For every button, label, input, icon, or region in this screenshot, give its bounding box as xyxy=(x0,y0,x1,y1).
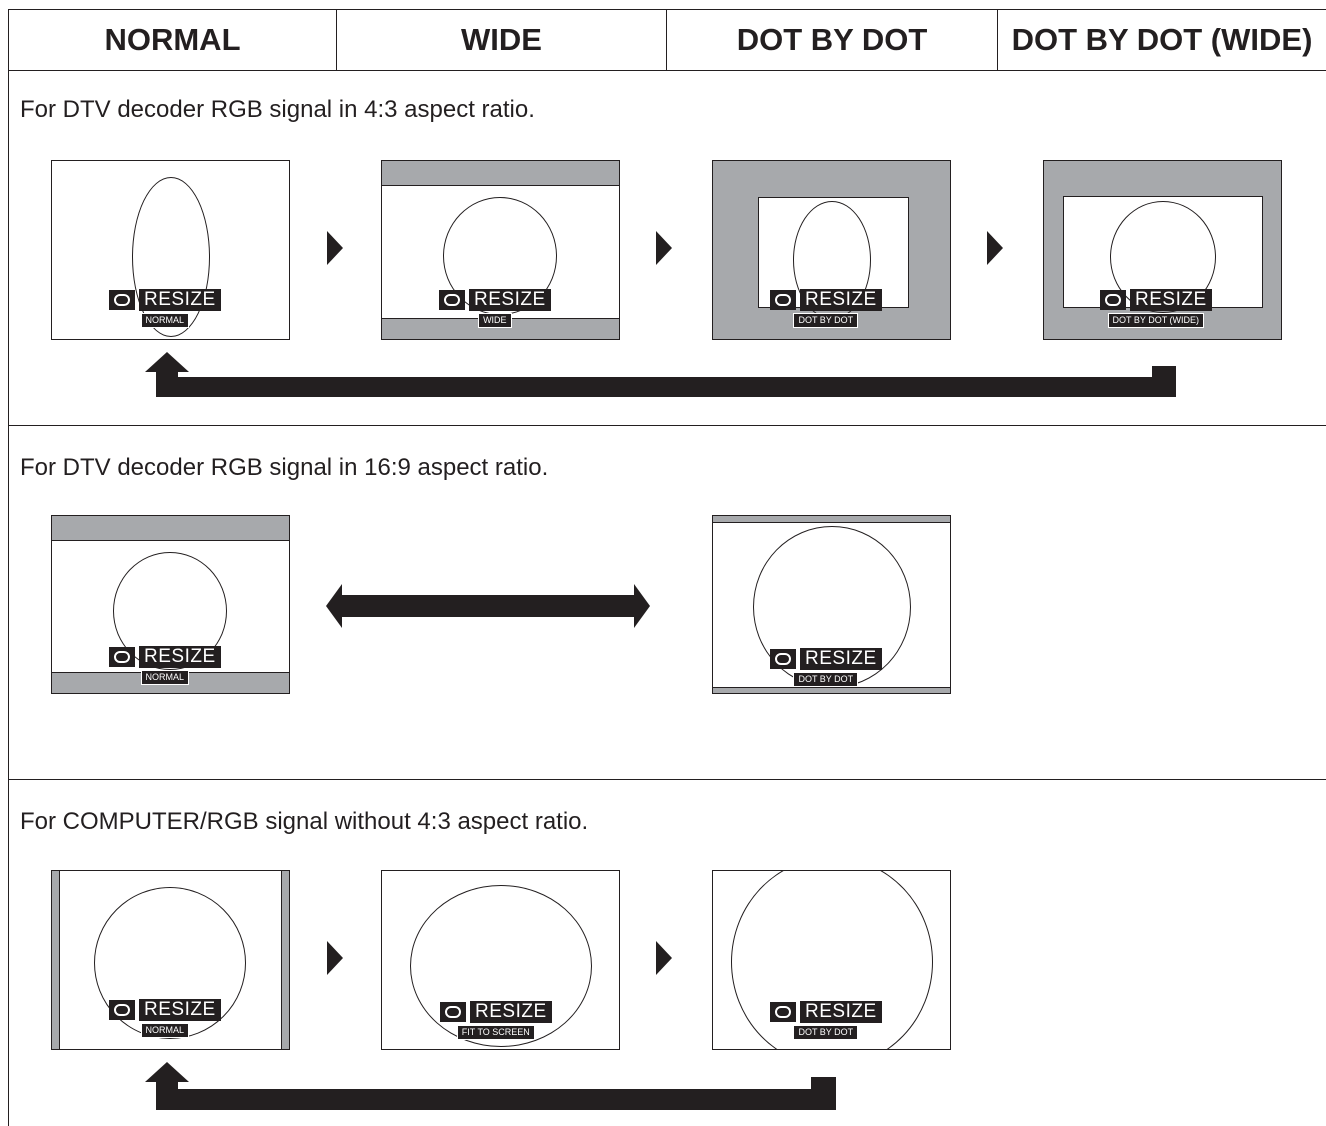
letterbox-top xyxy=(382,161,619,186)
picture-ellipse xyxy=(753,526,911,688)
osd-display: RESIZE NORMAL xyxy=(109,646,221,685)
resize-icon xyxy=(109,290,135,310)
osd-label: RESIZE xyxy=(800,648,882,670)
header-dot-by-dot-wide: DOT BY DOT (WIDE) xyxy=(1011,22,1313,57)
osd-label: RESIZE xyxy=(139,999,221,1021)
picture-ellipse xyxy=(94,887,246,1039)
osd-mode-label: NORMAL xyxy=(140,1023,190,1038)
resize-icon xyxy=(109,1000,135,1020)
arrow-right-icon xyxy=(987,231,1003,265)
osd-mode-label: NORMAL xyxy=(140,670,190,685)
section-divider-2 xyxy=(8,779,1326,780)
osd-mode-label: DOT BY DOT xyxy=(793,672,859,687)
resize-icon xyxy=(770,290,796,310)
arrow-right-icon xyxy=(656,941,672,975)
osd-display: RESIZE FIT TO SCREEN xyxy=(440,1001,552,1040)
picture-ellipse xyxy=(410,885,592,1047)
osd-display: RESIZE WIDE xyxy=(439,289,551,328)
return-arrow-up-icon xyxy=(145,352,189,372)
osd-label: RESIZE xyxy=(800,289,882,311)
osd-label: RESIZE xyxy=(800,1001,882,1023)
table-top-border xyxy=(8,9,1326,10)
osd-mode-label: WIDE xyxy=(478,313,512,328)
return-arrow-riser xyxy=(1152,366,1176,397)
section-1-caption: For DTV decoder RGB signal in 4:3 aspect… xyxy=(20,96,535,123)
osd-display: RESIZE NORMAL xyxy=(109,289,221,328)
letterbox-top xyxy=(713,516,950,523)
resize-icon xyxy=(770,649,796,669)
letterbox-top xyxy=(52,516,289,541)
osd-display: RESIZE DOT BY DOT xyxy=(770,289,882,328)
screen-dot-by-dot-wide: RESIZE DOT BY DOT (WIDE) xyxy=(1043,160,1282,340)
pillarbox-left xyxy=(52,871,60,1049)
picture-ellipse xyxy=(113,552,227,670)
screen-dot-by-dot-16-9: RESIZE DOT BY DOT xyxy=(712,515,951,694)
screen-normal: RESIZE NORMAL xyxy=(51,160,290,340)
osd-label: RESIZE xyxy=(139,289,221,311)
resize-icon xyxy=(770,1002,796,1022)
arrow-right-icon xyxy=(634,584,650,628)
arrow-left-icon xyxy=(326,584,342,628)
table-left-border xyxy=(8,9,9,1126)
osd-label: RESIZE xyxy=(139,646,221,668)
double-arrow-shaft xyxy=(340,595,636,617)
osd-label: RESIZE xyxy=(1130,289,1212,311)
resize-icon xyxy=(1100,290,1126,310)
picture-ellipse xyxy=(731,871,933,1049)
osd-mode-label: DOT BY DOT xyxy=(793,1025,859,1040)
screen-normal-16-9: RESIZE NORMAL xyxy=(51,515,290,694)
osd-mode-label: NORMAL xyxy=(140,313,190,328)
arrow-right-icon xyxy=(656,231,672,265)
pillarbox-right xyxy=(281,871,289,1049)
picture-ellipse xyxy=(1110,201,1216,313)
screen-dot-by-dot: RESIZE DOT BY DOT xyxy=(712,160,951,340)
osd-label: RESIZE xyxy=(469,289,551,311)
arrow-right-icon xyxy=(327,231,343,265)
picture-ellipse xyxy=(132,177,210,337)
return-arrow-line xyxy=(156,1089,836,1110)
osd-display: RESIZE NORMAL xyxy=(109,999,221,1038)
screen-fit-to-screen: RESIZE FIT TO SCREEN xyxy=(381,870,620,1050)
header-divider-1 xyxy=(336,9,337,70)
return-arrow-riser xyxy=(811,1077,836,1110)
header-wide: WIDE xyxy=(461,22,542,57)
section-3-caption: For COMPUTER/RGB signal without 4:3 aspe… xyxy=(20,808,589,835)
header-divider-3 xyxy=(997,9,998,70)
resize-icon xyxy=(109,647,135,667)
osd-display: RESIZE DOT BY DOT xyxy=(770,1001,882,1040)
osd-display: RESIZE DOT BY DOT (WIDE) xyxy=(1100,289,1212,328)
return-arrow-up-icon xyxy=(145,1062,189,1082)
resize-icon xyxy=(439,290,465,310)
header-normal: NORMAL xyxy=(104,22,241,57)
section-divider-1 xyxy=(8,425,1326,426)
osd-mode-label: FIT TO SCREEN xyxy=(456,1025,535,1040)
screen-normal-computer: RESIZE NORMAL xyxy=(51,870,290,1050)
return-arrow-line xyxy=(156,377,1176,397)
screen-dot-by-dot-computer: RESIZE DOT BY DOT xyxy=(712,870,951,1050)
section-2-caption: For DTV decoder RGB signal in 16:9 aspec… xyxy=(20,454,549,481)
screen-wide: RESIZE WIDE xyxy=(381,160,620,340)
osd-display: RESIZE DOT BY DOT xyxy=(770,648,882,687)
header-dot-by-dot: DOT BY DOT xyxy=(736,22,928,57)
resize-icon xyxy=(440,1002,466,1022)
osd-label: RESIZE xyxy=(470,1001,552,1023)
arrow-right-icon xyxy=(327,941,343,975)
return-arrow-shaft xyxy=(156,370,178,397)
header-divider-2 xyxy=(666,9,667,70)
osd-mode-label: DOT BY DOT xyxy=(793,313,859,328)
return-arrow-shaft xyxy=(156,1080,178,1110)
osd-mode-label: DOT BY DOT (WIDE) xyxy=(1107,313,1205,328)
header-bottom-border xyxy=(8,70,1326,71)
